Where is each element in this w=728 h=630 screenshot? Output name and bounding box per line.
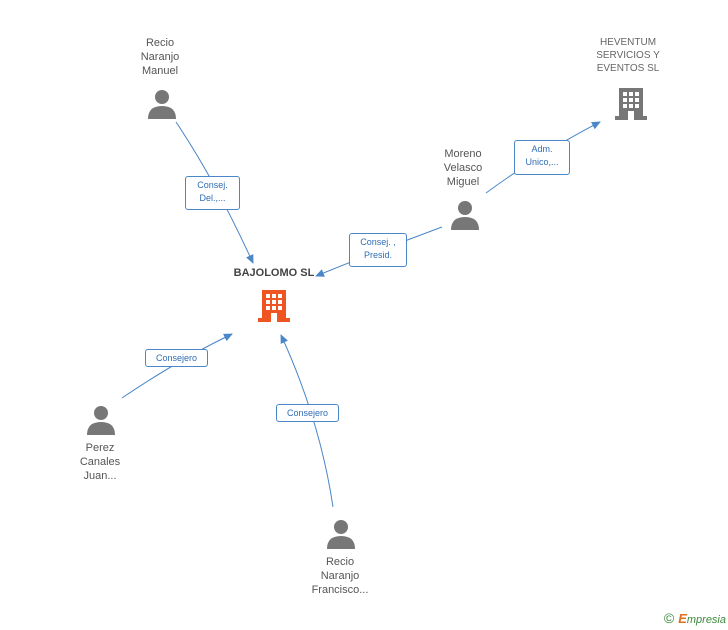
- brand-name: mpresia: [686, 614, 726, 626]
- node-label: HEVENTUM SERVICIOS Y EVENTOS SL: [596, 37, 660, 74]
- node-bajolomo[interactable]: BAJOLOMO SL: [214, 266, 334, 280]
- node-recio-francisco[interactable]: Recio Naranjo Francisco...: [290, 555, 390, 597]
- edge-tag-recio-manuel[interactable]: Consej. Del.,...: [185, 176, 240, 210]
- edge-tag-moreno-heventum[interactable]: Adm. Unico,...: [514, 140, 570, 175]
- node-label: Recio Naranjo Francisco...: [311, 556, 369, 596]
- node-label: Perez Canales Juan...: [79, 442, 121, 482]
- building-icon: [615, 88, 647, 120]
- node-heventum[interactable]: HEVENTUM SERVICIOS Y EVENTOS SL: [568, 36, 688, 75]
- brand-footer: ©Empresia: [664, 610, 726, 626]
- edge-tag-moreno-bajolomo[interactable]: Consej. , Presid.: [349, 233, 407, 267]
- node-label: Recio Naranjo Manuel: [140, 37, 180, 77]
- brand-initial: E: [678, 611, 687, 626]
- node-recio-manuel[interactable]: Recio Naranjo Manuel: [110, 36, 210, 78]
- node-label: BAJOLOMO SL: [233, 267, 315, 279]
- copyright-symbol: ©: [663, 610, 675, 626]
- node-moreno[interactable]: Moreno Velasco Miguel: [413, 147, 513, 189]
- person-icon: [87, 406, 115, 435]
- edge-tag-perez[interactable]: Consejero: [145, 349, 208, 367]
- node-label: Moreno Velasco Miguel: [443, 148, 483, 188]
- person-icon: [451, 201, 479, 230]
- person-icon: [148, 90, 176, 119]
- building-icon: [258, 290, 290, 322]
- node-perez[interactable]: Perez Canales Juan...: [50, 441, 150, 483]
- person-icon: [327, 520, 355, 549]
- edge-tag-recio-francisco[interactable]: Consejero: [276, 404, 339, 422]
